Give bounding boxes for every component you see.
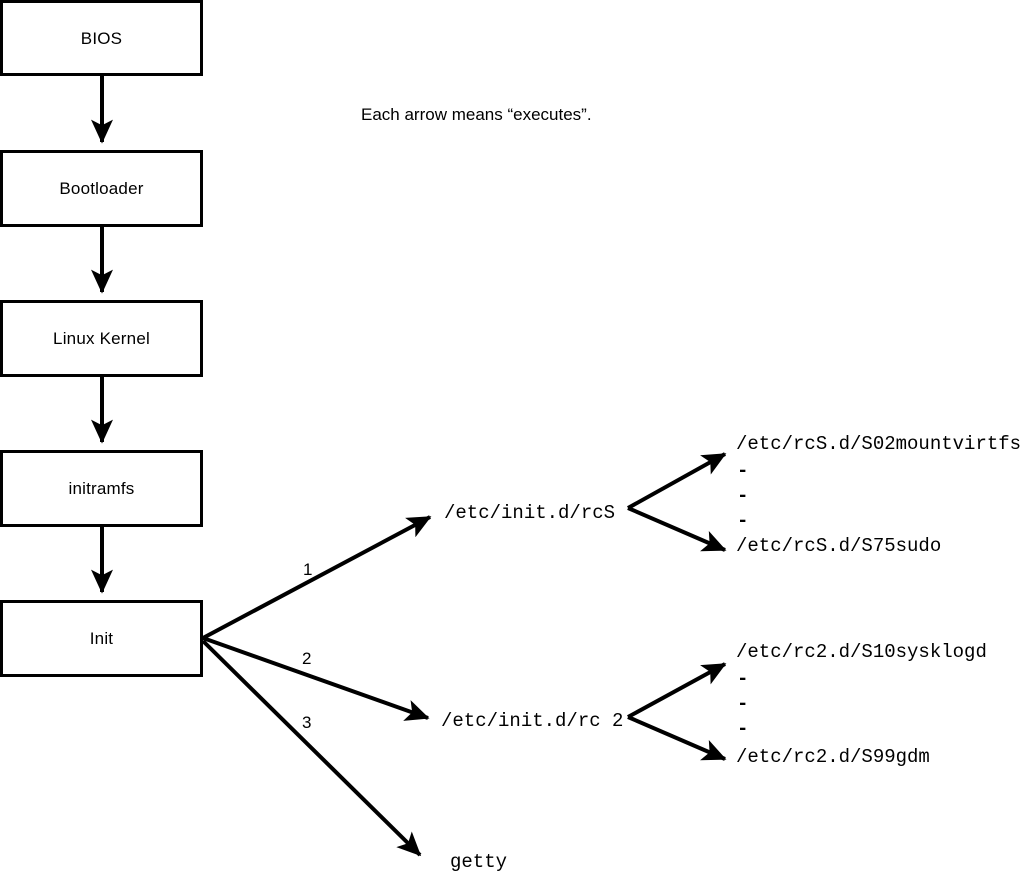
legend-caption: Each arrow means “executes”.: [361, 105, 592, 124]
node-getty[interactable]: getty: [450, 851, 508, 873]
node-rc2-script-last[interactable]: /etc/rc2.d/S99gdm: [736, 746, 930, 768]
node-rcs-script-first[interactable]: /etc/rcS.d/S02mountvirtfs: [736, 433, 1022, 455]
rcs-branch-arrow-last: [627, 506, 727, 552]
rc2-ellipsis-dash-3: -: [737, 718, 749, 740]
node-init-label: Init: [89, 629, 114, 648]
rcs-ellipsis-dash-2: -: [737, 485, 749, 507]
node-rcs-script-last[interactable]: /etc/rcS.d/S75sudo: [736, 535, 942, 557]
rcs-branch-arrow-first: [627, 452, 727, 510]
rcs-ellipsis-dash-1: -: [737, 460, 749, 482]
node-bios[interactable]: BIOS: [0, 0, 203, 76]
init-branch-number-1: 1: [303, 560, 313, 579]
node-linux-kernel[interactable]: Linux Kernel: [0, 300, 203, 377]
node-etc-initd-rcs[interactable]: /etc/init.d/rcS: [444, 502, 616, 524]
init-branch-arrow-2: [202, 636, 430, 721]
node-etc-initd-rc2[interactable]: /etc/init.d/rc 2: [441, 710, 624, 732]
node-rc2-script-first[interactable]: /etc/rc2.d/S10sysklogd: [736, 641, 987, 663]
init-branch-arrow-1: [202, 515, 432, 640]
node-init[interactable]: Init: [0, 600, 203, 677]
node-bootloader-label: Bootloader: [59, 179, 144, 198]
node-bootloader[interactable]: Bootloader: [0, 150, 203, 227]
init-branch-number-2: 2: [302, 649, 312, 668]
rc2-branch-arrow-last: [627, 715, 727, 761]
rc2-branch-arrow-first: [627, 662, 727, 719]
node-linux-kernel-label: Linux Kernel: [53, 329, 150, 348]
node-initramfs-label: initramfs: [68, 479, 135, 498]
node-bios-label: BIOS: [80, 28, 123, 48]
node-initramfs[interactable]: initramfs: [0, 450, 203, 527]
rc2-ellipsis-dash-2: -: [737, 693, 749, 715]
rcs-ellipsis-dash-3: -: [737, 510, 749, 532]
rc2-ellipsis-dash-1: -: [737, 668, 749, 690]
init-branch-arrow-3: [201, 639, 422, 857]
init-branch-number-3: 3: [302, 713, 312, 732]
